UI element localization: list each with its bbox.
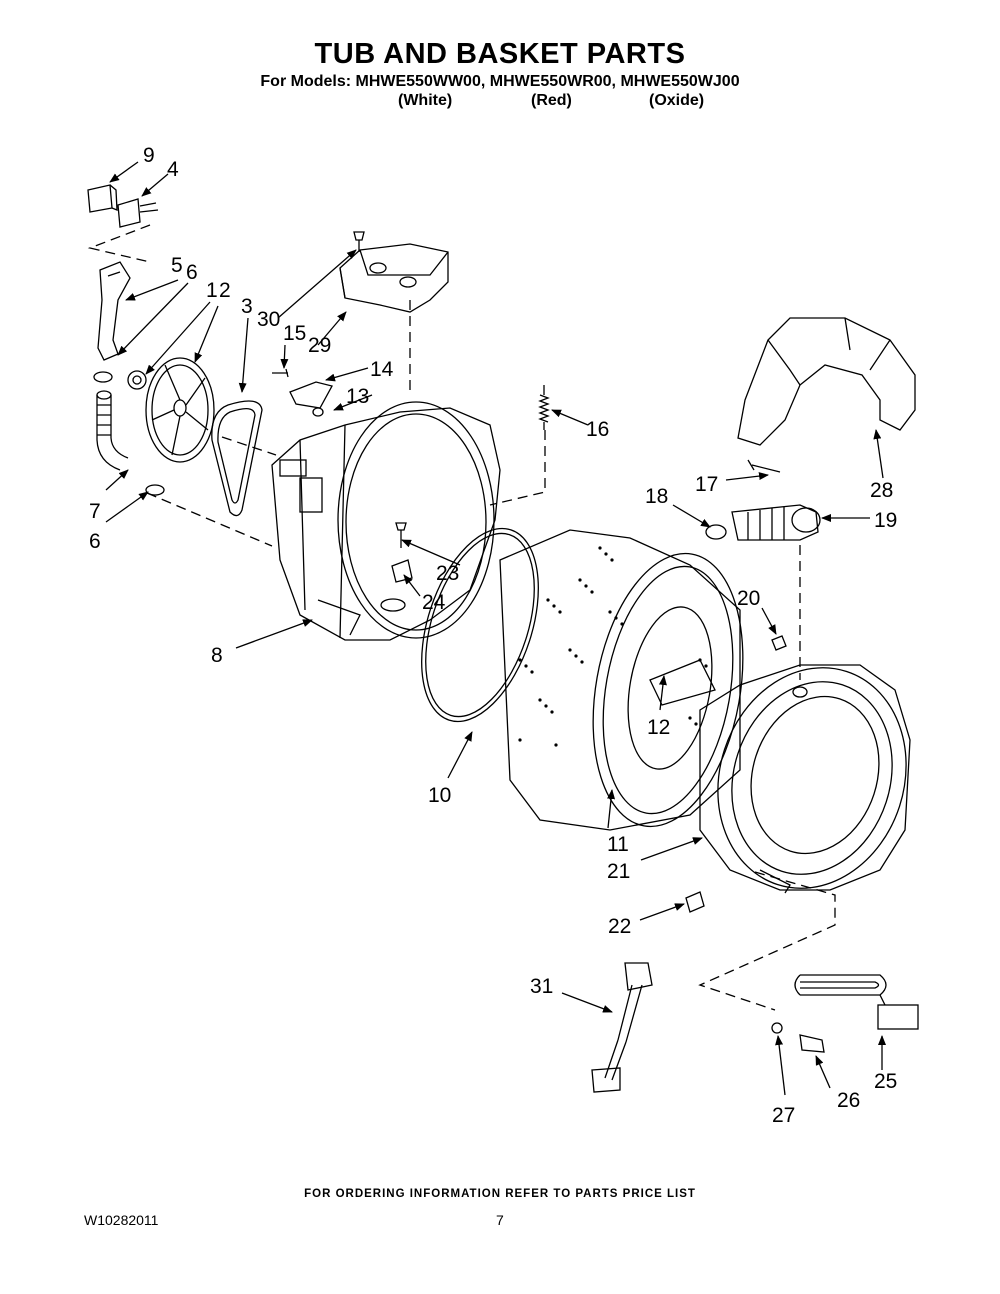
part-30-screw [353, 231, 365, 252]
callout-6-lower: 6 [89, 530, 101, 553]
spanner-nut [127, 370, 147, 390]
callout-3: 3 [241, 295, 253, 318]
callout-25: 25 [874, 1070, 897, 1093]
part-23-screw [395, 522, 407, 548]
part-21-front-tub [699, 664, 911, 894]
part-26-sensor [799, 1034, 825, 1053]
part-7-hose [96, 390, 129, 471]
page-title: TUB AND BASKET PARTS [314, 38, 686, 70]
part-29-counterweight [339, 243, 449, 313]
part-9-connector [87, 184, 118, 213]
variant-oxide: (Oxide) [649, 92, 705, 109]
part-3-belt [211, 400, 263, 517]
callout-9: 9 [143, 144, 155, 167]
variant-white: (White) [398, 92, 453, 109]
callout-21: 21 [607, 860, 630, 883]
callout-23: 23 [436, 562, 459, 585]
part-13-clip [312, 407, 324, 417]
part-4-connector [117, 198, 159, 228]
callout-4: 4 [167, 158, 179, 181]
variant-red: (Red) [531, 92, 572, 109]
part-6-ring [93, 371, 113, 383]
callout-17: 17 [695, 473, 718, 496]
ordering-note: FOR ORDERING INFORMATION REFER TO PARTS … [304, 1188, 696, 1200]
part-6-ring-lower [145, 484, 165, 496]
model-list: For Models: MHWE550WW00, MHWE550WR00, MH… [260, 73, 740, 90]
part-20-clip [771, 635, 787, 651]
callout-26: 26 [837, 1089, 860, 1112]
part-22-plate [685, 891, 705, 913]
part-18-clamp [705, 524, 727, 540]
callout-22: 22 [608, 915, 631, 938]
callout-11: 11 [607, 833, 629, 856]
part-28-shield [737, 317, 916, 446]
basket-perforations [518, 546, 708, 747]
page-number: 7 [496, 1212, 504, 1228]
part-17-screw [747, 459, 781, 473]
callout-31: 31 [530, 975, 553, 998]
callout-24: 24 [422, 591, 446, 614]
part-19-bellows [731, 504, 821, 541]
document-id: W10282011 [84, 1212, 159, 1228]
callout-30: 30 [257, 308, 280, 331]
callout-19: 19 [874, 509, 897, 532]
callout-15: 15 [283, 322, 306, 345]
part-31-damper [591, 962, 653, 1093]
callout-27: 27 [772, 1104, 795, 1127]
callout-10: 10 [428, 784, 451, 807]
callout-6-upper: 6 [186, 261, 198, 284]
part-5-hose-fitting [97, 261, 131, 361]
leader-lines [105, 161, 886, 1096]
callout-20: 20 [737, 587, 760, 610]
part-8-rear-tub [271, 401, 501, 641]
callout-numbers: 9 4 5 6 1 2 3 30 15 29 14 13 16 7 6 8 23… [89, 144, 897, 1127]
callout-5: 5 [171, 254, 183, 277]
part-16-spring [538, 385, 550, 430]
part-27-grommet [771, 1022, 783, 1034]
part-14-bracket [289, 381, 333, 409]
assembly-lines [87, 224, 836, 1011]
callout-8: 8 [211, 644, 223, 667]
part-25-heater [794, 974, 919, 1030]
part-12-lifter [649, 659, 716, 706]
callout-7: 7 [89, 500, 101, 523]
callout-2: 2 [219, 279, 231, 302]
callout-14: 14 [370, 358, 394, 381]
callout-28: 28 [870, 479, 893, 502]
callout-13: 13 [346, 385, 369, 408]
callout-12: 12 [647, 716, 670, 739]
part-15-screw [272, 368, 289, 378]
callout-29: 29 [308, 334, 331, 357]
part-24-clip [391, 559, 413, 583]
part-11-basket [499, 529, 744, 831]
callout-18: 18 [645, 485, 668, 508]
part-1-pulley [145, 357, 215, 463]
callout-16: 16 [586, 418, 609, 441]
part-10-tub-seal [421, 527, 539, 723]
callout-1: 1 [206, 279, 218, 302]
